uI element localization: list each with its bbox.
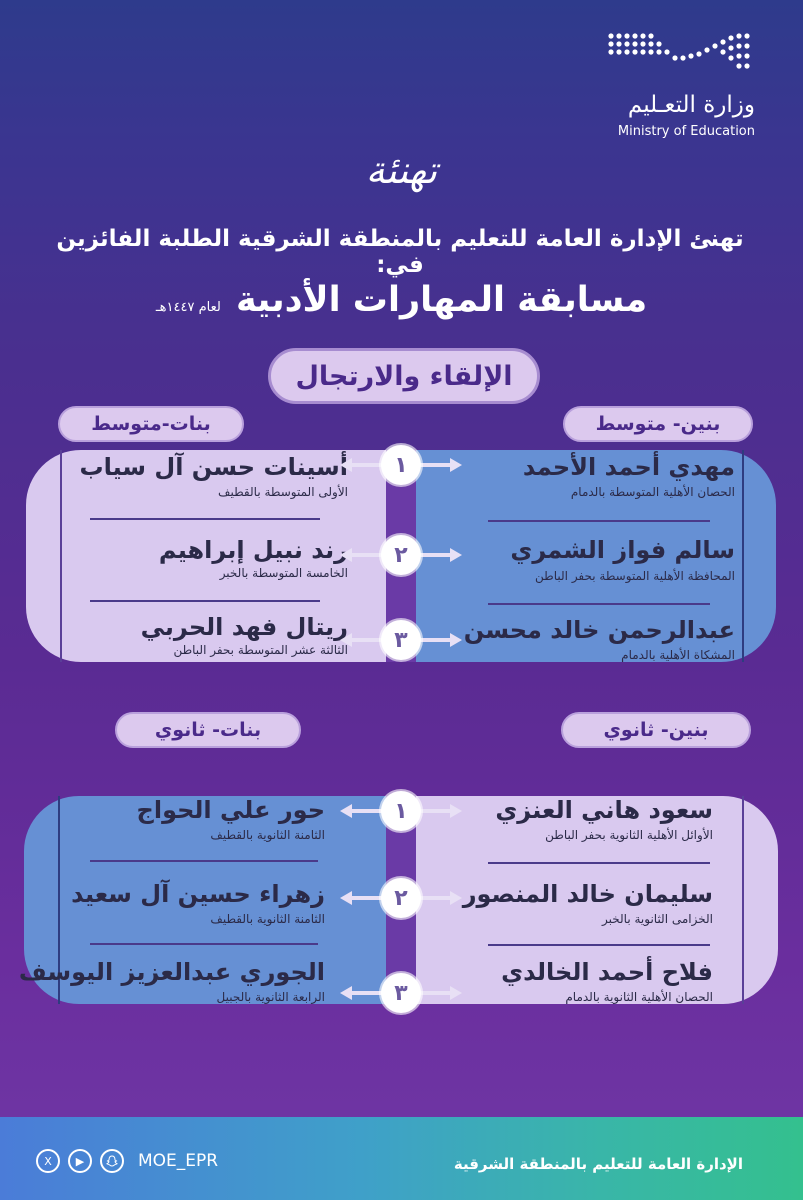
girls-middle-school-1: الأولى المتوسطة بالقطيف	[218, 485, 348, 499]
separator	[488, 944, 710, 946]
boys-secondary-school-2: الخزامى الثانوية بالخبر	[602, 912, 713, 926]
girls-secondary-name-2: زهراء حسين آل سعيد	[71, 880, 325, 908]
rank-badge-3: ٣	[381, 973, 421, 1013]
logo-english-text: Ministry of Education	[617, 124, 755, 139]
girls-middle-name-1: أسينات حسن آل سياب	[79, 453, 348, 481]
boys-secondary-school-1: الأوائل الأهلية الثانوية بحفر الباطن	[545, 828, 713, 842]
boys-secondary-name-1: سعود هاني العنزي	[495, 796, 713, 824]
girls-middle-panel	[26, 450, 396, 662]
panel-border-line	[60, 450, 62, 662]
girls-secondary-label: بنات- ثانوي	[115, 712, 301, 748]
boys-middle-school-3: المشكاة الأهلية بالدمام	[621, 648, 735, 662]
ghost-icon	[106, 1155, 118, 1167]
boys-secondary-name-2: سليمان خالد المنصور	[462, 880, 713, 908]
rank-badge-2: ٢	[381, 535, 421, 575]
girls-middle-name-3: ريتال فهد الحربي	[140, 613, 348, 641]
x-icon[interactable]: X	[36, 1149, 60, 1173]
snapchat-icon[interactable]	[100, 1149, 124, 1173]
rank-badge-3: ٣	[381, 620, 421, 660]
separator	[488, 520, 710, 522]
intro-text: تهنئ الإدارة العامة للتعليم بالمنطقة الش…	[56, 226, 744, 278]
rank-badge-2: ٢	[381, 878, 421, 918]
boys-secondary-name-3: فلاح أحمد الخالدي	[501, 958, 713, 986]
girls-secondary-name-1: حور علي الحواج	[136, 796, 325, 824]
boys-middle-label: بنين- متوسط	[563, 406, 753, 442]
competition-heading: مسابقة المهارات الأدبية لعام ١٤٤٧هـ	[0, 280, 803, 320]
boys-middle-name-1: مهدي أحمد الأحمد	[522, 453, 735, 481]
panel-border-line	[58, 796, 60, 1004]
separator	[90, 518, 320, 520]
boys-middle-name-2: سالم فواز الشمري	[510, 536, 735, 564]
girls-secondary-school-1: الثامنة الثانوية بالقطيف	[210, 828, 325, 842]
ministry-logo: وزارة التعـليم Ministry of Education	[545, 22, 755, 139]
girls-middle-name-2: رند نبيل إبراهيم	[158, 536, 348, 564]
congrats-heading: تهنئة	[365, 148, 438, 192]
logo-arabic-text: وزارة التعـليم	[627, 92, 755, 118]
panel-border-line	[742, 450, 744, 662]
girls-middle-label: بنات-متوسط	[58, 406, 244, 442]
girls-middle-school-2: الخامسة المتوسطة بالخبر	[219, 566, 348, 580]
footer-org-text: الإدارة العامة للتعليم بالمنطقة الشرقية	[453, 1155, 743, 1173]
girls-secondary-name-3: الجوري عبدالعزيز اليوسف	[18, 958, 325, 986]
boys-secondary-label: بنين- ثانوي	[561, 712, 751, 748]
youtube-icon[interactable]: ▶	[68, 1149, 92, 1173]
girls-secondary-school-2: الثامنة الثانوية بالقطيف	[210, 912, 325, 926]
competition-year: لعام ١٤٤٧هـ	[155, 300, 221, 315]
competition-title: مسابقة المهارات الأدبية	[235, 280, 648, 320]
social-handle[interactable]: MOE_EPR	[138, 1151, 219, 1171]
boys-middle-school-2: المحافظة الأهلية المتوسطة بحفر الباطن	[535, 569, 735, 583]
separator	[488, 862, 710, 864]
section-title-pill: الإلقاء والارتجال	[268, 348, 540, 404]
logo-dots-icon	[608, 33, 750, 69]
separator	[90, 943, 318, 945]
girls-secondary-panel	[24, 796, 396, 1004]
separator	[488, 603, 710, 605]
girls-middle-school-3: الثالثة عشر المتوسطة بحفر الباطن	[173, 643, 348, 657]
separator	[90, 860, 318, 862]
boys-middle-school-1: الحصان الأهلية المتوسطة بالدمام	[570, 485, 735, 499]
separator	[90, 600, 320, 602]
boys-middle-name-3: عبدالرحمن خالد محسن	[463, 616, 735, 644]
boys-secondary-panel	[396, 796, 778, 1004]
boys-secondary-school-3: الحصان الأهلية الثانوية بالدمام	[565, 990, 713, 1004]
footer-bar: الإدارة العامة للتعليم بالمنطقة الشرقية …	[0, 1117, 803, 1200]
panel-border-line	[742, 796, 744, 1004]
girls-secondary-school-3: الرابعة الثانوية بالجبيل	[216, 990, 325, 1004]
rank-badge-1: ١	[381, 791, 421, 831]
rank-badge-1: ١	[381, 445, 421, 485]
